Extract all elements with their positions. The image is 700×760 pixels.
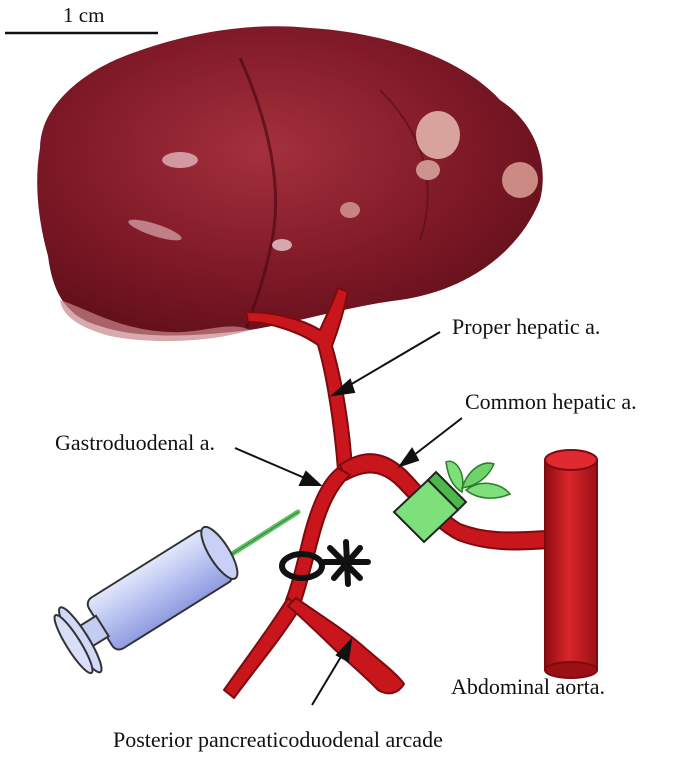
liver-highlight [162, 152, 198, 168]
arrow-gastroduodenal [235, 448, 314, 482]
suture-knot [324, 542, 368, 584]
liver-image [37, 26, 543, 341]
liver-fat-nodule [340, 202, 360, 218]
liver-shape [37, 26, 543, 335]
scale-bar: 1 cm [5, 3, 158, 33]
liver-fat-nodule [502, 162, 538, 198]
scale-bar-label: 1 cm [63, 3, 104, 27]
liver-fat-nodule [416, 111, 460, 159]
label-gastroduodenal: Gastroduodenal a. [55, 430, 215, 455]
aorta-top [545, 450, 597, 470]
label-abdominal-aorta: Abdominal aorta. [451, 674, 605, 699]
label-common-hepatic: Common hepatic a. [465, 389, 637, 414]
arrow-proper-hepatic [338, 332, 440, 392]
liver-highlight [272, 239, 292, 251]
arrowhead [400, 449, 418, 466]
aorta-body [545, 460, 597, 670]
label-proper-hepatic: Proper hepatic a. [452, 314, 600, 339]
gastroduodenal-artery [286, 468, 350, 604]
syringe-needle-outline [232, 512, 298, 554]
abdominal-aorta [545, 450, 597, 678]
posterior-arcade-left-branch [224, 598, 300, 698]
suture-ligature [282, 542, 368, 584]
label-posterior-arcade: Posterior pancreaticoduodenal arcade [113, 727, 443, 752]
arrowhead [300, 472, 320, 485]
liver-fat-nodule [416, 160, 440, 180]
